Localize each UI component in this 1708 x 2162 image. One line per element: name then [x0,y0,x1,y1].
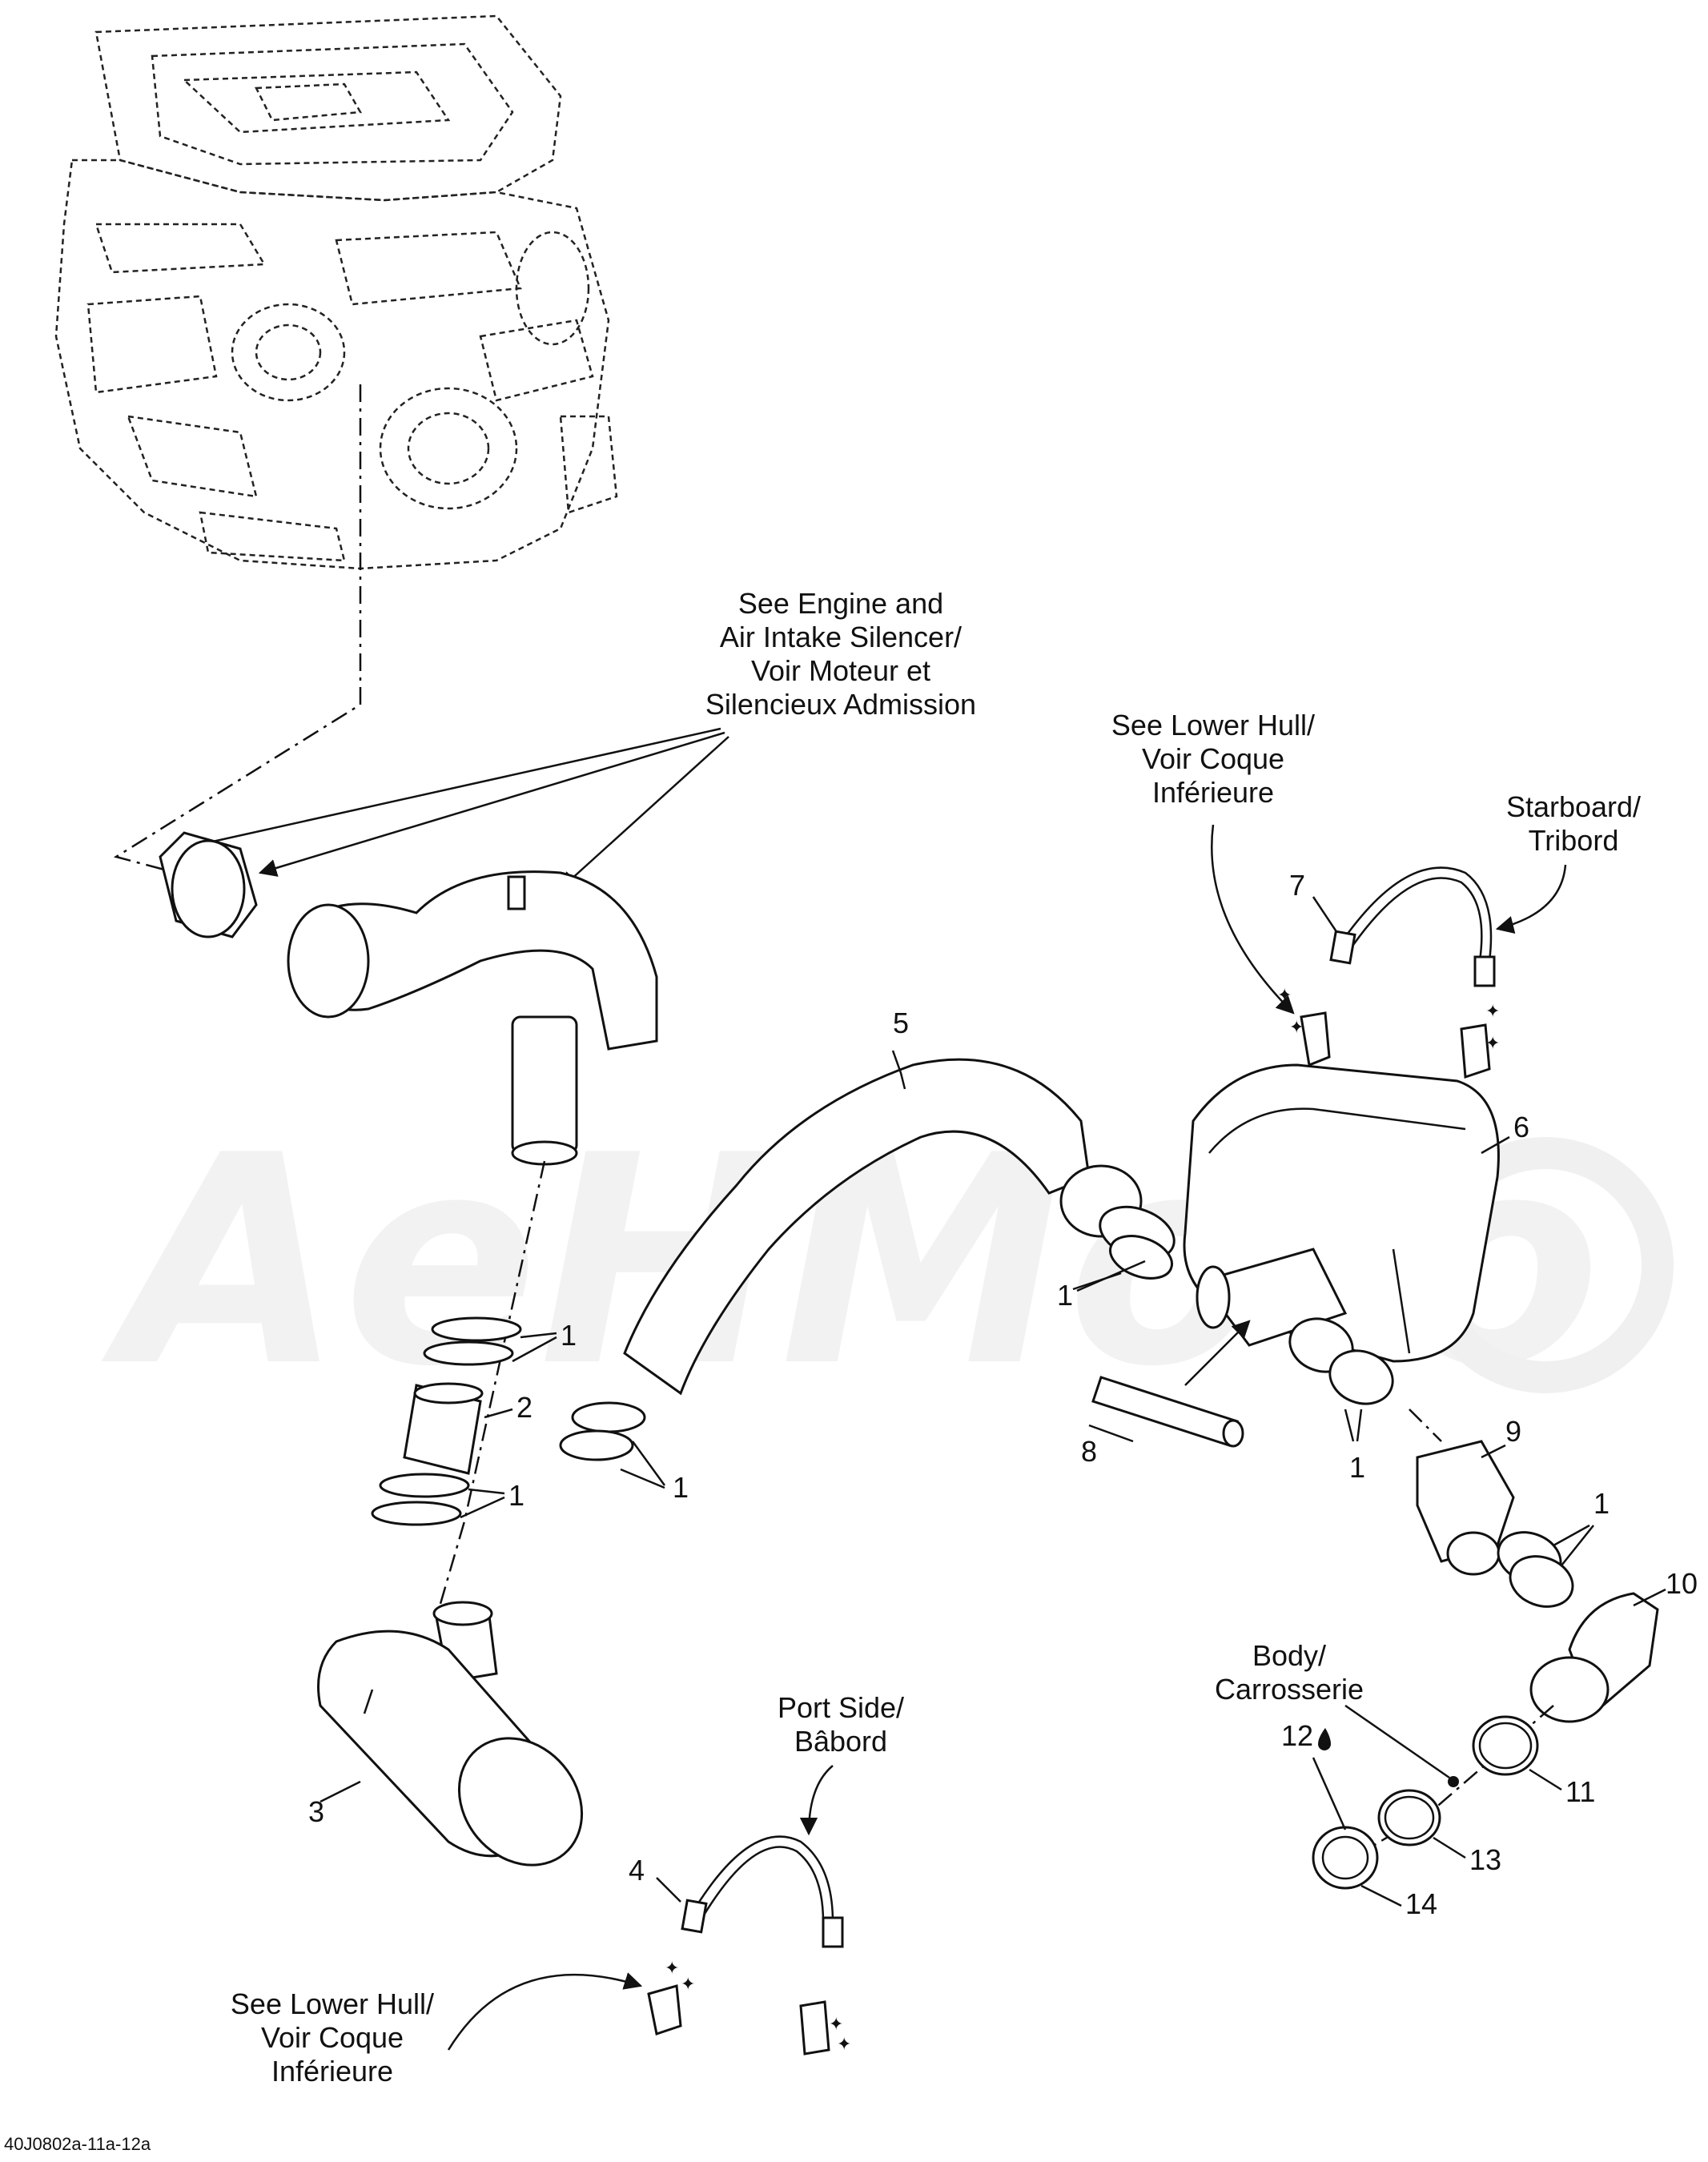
lower-hull-callout-bottom: See Lower Hull/ Voir Coque Inférieure [231,1972,643,2088]
part-number-7: 7 [1289,869,1305,902]
svg-text:✦: ✦ [1277,985,1292,1005]
part-2-sleeve: 2 [403,1382,532,1475]
part-13-ring: 13 [1377,1789,1501,1876]
port-side-line-1: Port Side/ [778,1691,904,1724]
lower-hull-bottom-line-3: Inférieure [271,2055,393,2088]
clamp-pair-hose-outlet: 1 [1497,1487,1610,1608]
engine-callout-line-4: Silencieux Admission [705,688,976,721]
svg-text:✦: ✦ [1485,1033,1500,1053]
lower-hull-bottom-line-2: Voir Coque [261,2021,404,2054]
body-callout: Body/ Carrosserie [1215,1639,1450,1779]
body-callout-line-1: Body/ [1252,1639,1326,1672]
part-number-12: 12 [1281,1719,1313,1752]
svg-text:✦: ✦ [1485,1001,1500,1021]
engine-callout: See Engine and Air Intake Silencer/ Voir… [178,587,976,890]
engine-callout-line-2: Air Intake Silencer/ [720,621,962,653]
svg-text:✦: ✦ [1289,1017,1304,1037]
engine-outline [54,14,618,570]
part-12-sealant: 12 [1281,1719,1347,1830]
starboard-line-2: Tribord [1529,824,1619,857]
clamp-pair-middle: 1 [559,1401,689,1504]
part-7-strap-starboard: 7 [1289,866,1496,987]
engine-leader-dashed [113,384,362,874]
part-number-3: 3 [308,1795,324,1828]
part-number-10: 10 [1666,1567,1698,1600]
starboard-callout: Starboard/ Tribord [1495,790,1641,934]
part-number-1b: 1 [508,1479,524,1512]
part-5-exhaust-pipe: 5 [623,1007,1143,1396]
body-callout-line-2: Carrosserie [1215,1673,1364,1706]
part-11-gasket: 11 [1472,1715,1595,1808]
part-4-strap-port: 4 [629,1835,844,1948]
clamp-pair-silencer-inlet: 1 [1057,1205,1176,1312]
part-number-2: 2 [516,1391,532,1424]
part-number-5: 5 [893,1007,909,1039]
part-number-9: 9 [1505,1415,1521,1448]
lower-hull-bottom-line-1: See Lower Hull/ [231,1987,434,2020]
part-number-6: 6 [1513,1111,1529,1143]
clamp-pair-upper-left: 1 [423,1316,577,1366]
part-8-strap: 8 [1081,1320,1251,1468]
part-number-1f: 1 [1593,1487,1610,1520]
part-number-1d: 1 [1057,1279,1073,1312]
lower-hull-callout-top: See Lower Hull/ Voir Coque Inférieure [1111,709,1315,1015]
body-mount-point [1448,1776,1459,1787]
svg-text:✦: ✦ [837,2034,851,2054]
port-side-line-2: Bâbord [794,1725,887,1758]
part-number-8: 8 [1081,1435,1097,1468]
clamp-pair-silencer-outlet: 1 [1288,1317,1394,1484]
starboard-brackets: ✦ ✦ ✦ ✦ [1277,985,1500,1079]
part-9-hose: 9 [1409,1409,1521,1576]
part-number-1c: 1 [673,1471,689,1504]
engine-callout-line-1: See Engine and [738,587,943,620]
part-number-14: 14 [1405,1887,1437,1920]
part-3-muffler: 3 [308,1601,584,1867]
part-number-4: 4 [629,1854,645,1887]
port-side-callout: Port Side/ Bâbord [778,1691,904,1836]
lower-hull-top-line-2: Voir Coque [1142,742,1284,775]
port-brackets: ✦ ✦ ✦ ✦ [647,1958,851,2056]
part-14-nut: 14 [1312,1826,1437,1920]
part-number-1a: 1 [561,1319,577,1352]
svg-text:✦: ✦ [665,1958,679,1978]
svg-text:✦: ✦ [829,2014,843,2034]
sealant-drop-icon [1318,1728,1331,1750]
engine-callout-line-3: Voir Moteur et [751,654,930,687]
part-number-1e: 1 [1349,1451,1365,1484]
drawing-code: 40J0802a-11a-12a [4,2134,151,2154]
part-number-13: 13 [1469,1843,1501,1876]
part-number-11: 11 [1565,1775,1595,1808]
clamp-pair-lower-left: 1 [371,1473,524,1526]
exhaust-elbow-upper [159,831,658,1166]
lower-hull-top-line-1: See Lower Hull/ [1111,709,1315,741]
svg-text:✦: ✦ [681,1974,695,1994]
starboard-line-1: Starboard/ [1506,790,1641,823]
part-10-outlet-elbow: 10 [1529,1567,1698,1723]
lower-hull-top-line-3: Inférieure [1152,776,1274,809]
